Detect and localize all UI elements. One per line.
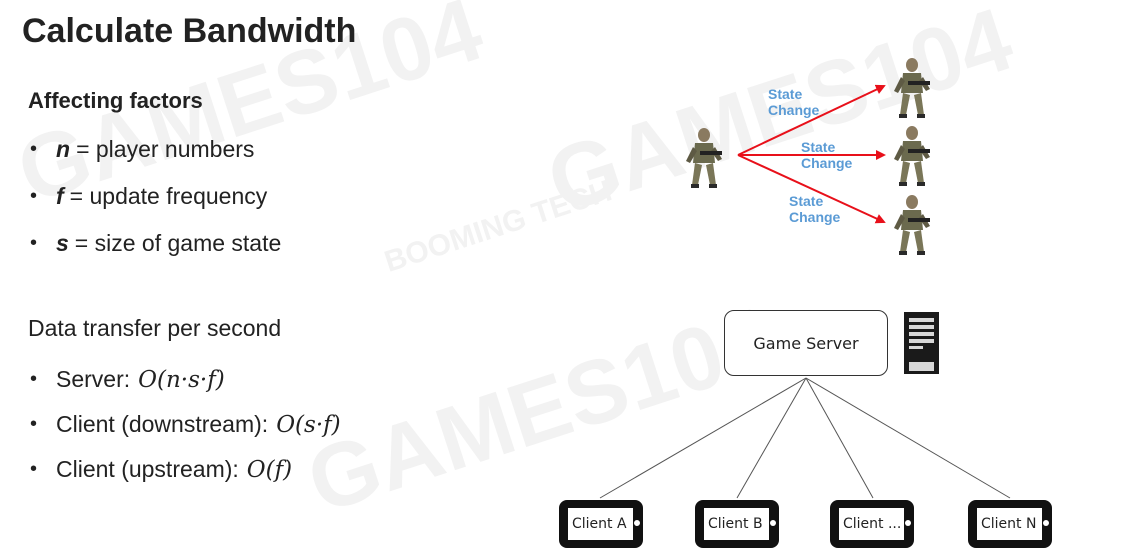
client-device: Client A [559, 500, 643, 548]
state-change-arrow [737, 84, 886, 156]
affecting-factors-heading: Affecting factors [28, 88, 203, 113]
client-label: Client A [572, 516, 627, 532]
connection-line [599, 377, 807, 499]
list-item: • n = player numbers [30, 126, 281, 173]
variable-description: = player numbers [76, 136, 255, 162]
client-label: Client N [981, 516, 1037, 532]
server-tower-icon [904, 312, 939, 374]
connection-line [805, 377, 1011, 499]
bullet-icon: • [30, 458, 38, 480]
phone-button-icon [634, 520, 640, 526]
game-server-box: Game Server [724, 310, 888, 376]
bullet-icon: • [30, 138, 38, 160]
client-label: Client B [708, 516, 763, 532]
bullet-icon: • [30, 368, 38, 390]
complexity-formula: O(s·f) [276, 411, 341, 438]
connection-line [736, 377, 807, 499]
soldier-icon [894, 126, 930, 186]
state-change-arrow [737, 154, 886, 224]
list-item: • Client (downstream): O(s·f) [30, 402, 341, 447]
list-item: • f = update frequency [30, 173, 281, 220]
variable-description: = update frequency [69, 183, 268, 209]
list-item: • s = size of game state [30, 220, 281, 267]
client-device: Client N [968, 500, 1052, 548]
client-device: Client ... [830, 500, 914, 548]
bullet-icon: • [30, 413, 38, 435]
complexity-formula: O(n·s·f) [138, 366, 225, 393]
variable-name: f [56, 183, 64, 209]
soldier-icon [894, 195, 930, 255]
transfer-label: Client (upstream): [56, 456, 239, 482]
complexity-formula: O(f) [246, 456, 293, 483]
client-device: Client B [695, 500, 779, 548]
phone-button-icon [1043, 520, 1049, 526]
bullet-icon: • [30, 232, 38, 254]
affecting-factors-list: • n = player numbers • f = update freque… [30, 126, 281, 267]
variable-name: n [56, 136, 71, 162]
transfer-label: Server: [56, 366, 131, 392]
page-title: Calculate Bandwidth [22, 12, 357, 50]
soldier-icon [894, 58, 930, 118]
data-transfer-heading: Data transfer per second [28, 315, 282, 341]
phone-button-icon [905, 520, 911, 526]
state-change-label: State Change [789, 193, 841, 225]
state-change-label: State Change [801, 139, 853, 171]
variable-name: s [56, 230, 69, 256]
state-change-label: State Change [768, 86, 820, 118]
transfer-label: Client (downstream): [56, 411, 269, 437]
connection-line [805, 377, 874, 499]
variable-description: = size of game state [74, 230, 282, 256]
list-item: • Client (upstream): O(f) [30, 447, 341, 492]
soldier-icon [686, 128, 722, 188]
data-transfer-list: • Server: O(n·s·f) • Client (downstream)… [30, 357, 341, 492]
phone-button-icon [770, 520, 776, 526]
bullet-icon: • [30, 185, 38, 207]
client-label: Client ... [843, 516, 902, 532]
game-server-label: Game Server [753, 333, 859, 353]
list-item: • Server: O(n·s·f) [30, 357, 341, 402]
